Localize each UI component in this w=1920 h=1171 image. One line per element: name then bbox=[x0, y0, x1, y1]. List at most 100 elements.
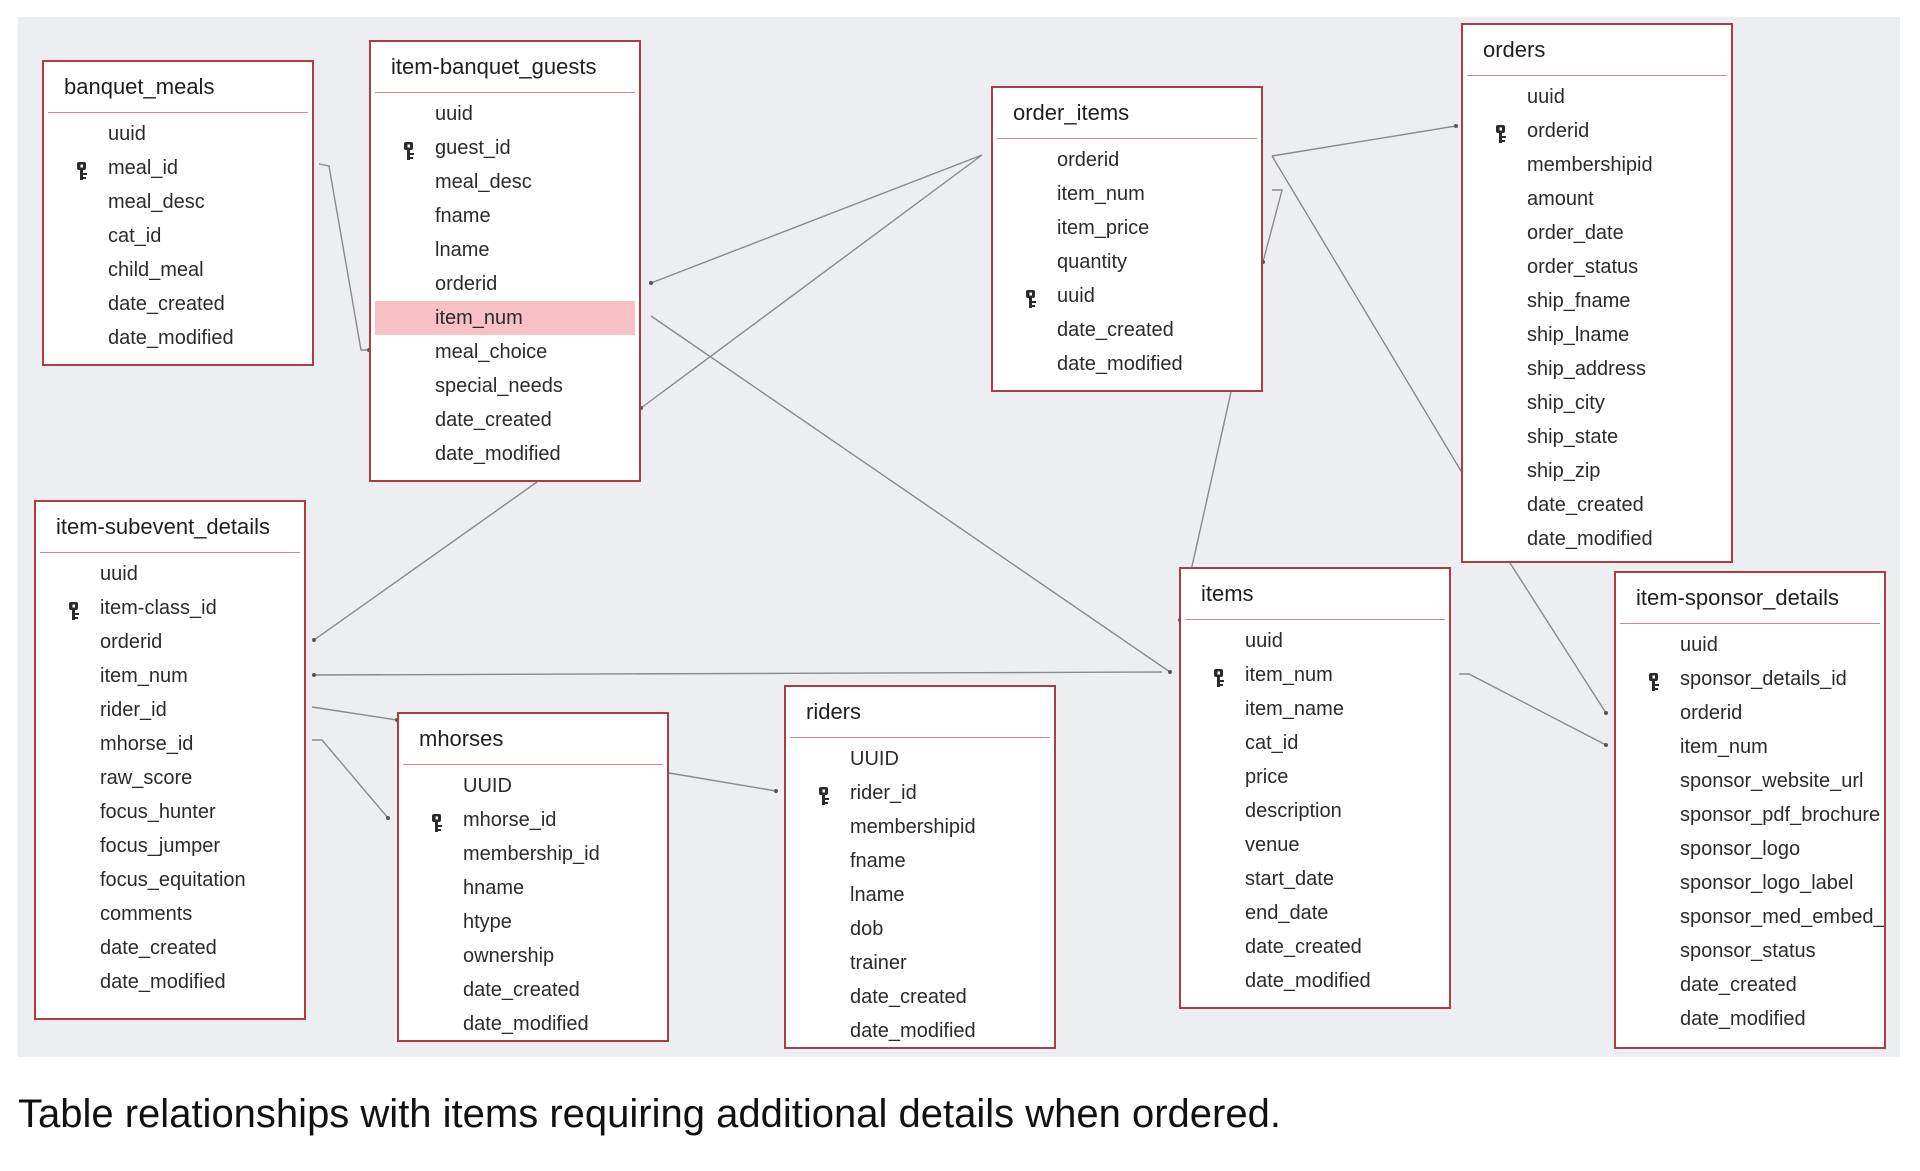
field-row[interactable]: cat_id bbox=[48, 219, 308, 253]
field-row[interactable]: raw_score bbox=[40, 761, 300, 795]
field-row[interactable]: orderid bbox=[997, 143, 1257, 177]
field-row[interactable]: date_created bbox=[403, 973, 663, 1007]
field-row[interactable]: orderid bbox=[1467, 114, 1727, 148]
field-row[interactable]: meal_desc bbox=[375, 165, 635, 199]
field-row[interactable]: special_needs bbox=[375, 369, 635, 403]
field-row[interactable]: hname bbox=[403, 871, 663, 905]
field-row[interactable]: ship_lname bbox=[1467, 318, 1727, 352]
field-row[interactable]: date_created bbox=[375, 403, 635, 437]
field-row[interactable]: rider_id bbox=[40, 693, 300, 727]
field-row[interactable]: lname bbox=[375, 233, 635, 267]
field-row[interactable]: item_name bbox=[1185, 692, 1445, 726]
field-row[interactable]: date_created bbox=[40, 931, 300, 965]
field-row[interactable]: date_modified bbox=[1467, 522, 1727, 556]
field-row[interactable]: focus_equitation bbox=[40, 863, 300, 897]
field-row[interactable]: item_num bbox=[40, 659, 300, 693]
field-row[interactable]: lname bbox=[790, 878, 1050, 912]
field-row[interactable]: item_num bbox=[1620, 730, 1880, 764]
field-row[interactable]: date_created bbox=[997, 313, 1257, 347]
field-row[interactable]: date_created bbox=[48, 287, 308, 321]
field-row[interactable]: ship_city bbox=[1467, 386, 1727, 420]
field-row[interactable]: membership_id bbox=[403, 837, 663, 871]
field-row[interactable]: fname bbox=[790, 844, 1050, 878]
field-row[interactable]: comments bbox=[40, 897, 300, 931]
field-row[interactable]: ship_address bbox=[1467, 352, 1727, 386]
field-row[interactable]: sponsor_details_id bbox=[1620, 662, 1880, 696]
field-row[interactable]: item_num bbox=[997, 177, 1257, 211]
field-row[interactable]: mhorse_id bbox=[40, 727, 300, 761]
field-row[interactable]: focus_jumper bbox=[40, 829, 300, 863]
field-row[interactable]: sponsor_status bbox=[1620, 934, 1880, 968]
field-row[interactable]: date_modified bbox=[1620, 1002, 1880, 1036]
field-row[interactable]: meal_id bbox=[48, 151, 308, 185]
field-row[interactable]: focus_hunter bbox=[40, 795, 300, 829]
field-row[interactable]: end_date bbox=[1185, 896, 1445, 930]
field-row[interactable]: price bbox=[1185, 760, 1445, 794]
field-row[interactable]: date_modified bbox=[790, 1014, 1050, 1047]
field-row[interactable]: start_date bbox=[1185, 862, 1445, 896]
field-row[interactable]: sponsor_pdf_brochure bbox=[1620, 798, 1880, 832]
field-row[interactable]: cat_id bbox=[1185, 726, 1445, 760]
field-row[interactable]: rider_id bbox=[790, 776, 1050, 810]
field-row[interactable]: uuid bbox=[40, 557, 300, 591]
field-row[interactable]: date_modified bbox=[375, 437, 635, 471]
field-row[interactable]: meal_choice bbox=[375, 335, 635, 369]
field-row[interactable]: orderid bbox=[375, 267, 635, 301]
field-row[interactable]: date_modified bbox=[40, 965, 300, 999]
field-row[interactable]: order_status bbox=[1467, 250, 1727, 284]
field-row[interactable]: amount bbox=[1467, 182, 1727, 216]
field-row[interactable]: date_created bbox=[1185, 930, 1445, 964]
field-row[interactable]: item_price bbox=[997, 211, 1257, 245]
field-row[interactable]: fname bbox=[375, 199, 635, 233]
field-row[interactable]: sponsor_logo_label bbox=[1620, 866, 1880, 900]
field-row[interactable]: date_created bbox=[790, 980, 1050, 1014]
field-row[interactable]: meal_desc bbox=[48, 185, 308, 219]
field-row[interactable]: venue bbox=[1185, 828, 1445, 862]
field-row[interactable]: quantity bbox=[997, 245, 1257, 279]
field-row[interactable]: ownership bbox=[403, 939, 663, 973]
field-row[interactable]: uuid bbox=[1620, 628, 1880, 662]
field-row[interactable]: trainer bbox=[790, 946, 1050, 980]
field-row[interactable]: uuid bbox=[997, 279, 1257, 313]
field-row[interactable]: mhorse_id bbox=[403, 803, 663, 837]
field-row[interactable]: uuid bbox=[1185, 624, 1445, 658]
field-row[interactable]: ship_state bbox=[1467, 420, 1727, 454]
field-row[interactable]: date_modified bbox=[1185, 964, 1445, 998]
field-row[interactable]: orderid bbox=[1620, 696, 1880, 730]
field-row[interactable]: date_modified bbox=[997, 347, 1257, 381]
field-row[interactable]: UUID bbox=[790, 742, 1050, 776]
field-row[interactable]: membershipid bbox=[1467, 148, 1727, 182]
field-row[interactable]: ship_zip bbox=[1467, 454, 1727, 488]
field-row[interactable]: item_num bbox=[1185, 658, 1445, 692]
field-row[interactable]: uuid bbox=[48, 117, 308, 151]
field-row[interactable]: UUID bbox=[403, 769, 663, 803]
field-row[interactable]: sponsor_med_embed_code bbox=[1620, 900, 1884, 934]
field-row[interactable]: order_date bbox=[1467, 216, 1727, 250]
field-row[interactable]: dob bbox=[790, 912, 1050, 946]
field-row[interactable]: ship_fname bbox=[1467, 284, 1727, 318]
field-row[interactable]: htype bbox=[403, 905, 663, 939]
field-row[interactable]: date_created bbox=[1467, 488, 1727, 522]
field-row[interactable]: date_created bbox=[1620, 968, 1880, 1002]
field-row[interactable]: item_num bbox=[375, 301, 635, 335]
field-row[interactable]: sponsor_website_url bbox=[1620, 764, 1880, 798]
field-row[interactable]: item-class_id bbox=[40, 591, 300, 625]
field-row[interactable]: guest_id bbox=[375, 131, 635, 165]
field-row[interactable]: date_modified bbox=[48, 321, 308, 355]
field-row[interactable]: membershipid bbox=[790, 810, 1050, 844]
field-row[interactable]: date_modified bbox=[403, 1007, 663, 1040]
field-row[interactable]: uuid bbox=[375, 97, 635, 131]
field-row[interactable]: child_meal bbox=[48, 253, 308, 287]
field-row[interactable]: description bbox=[1185, 794, 1445, 828]
field-row[interactable]: sponsor_logo bbox=[1620, 832, 1880, 866]
field-row[interactable]: uuid bbox=[1467, 80, 1727, 114]
